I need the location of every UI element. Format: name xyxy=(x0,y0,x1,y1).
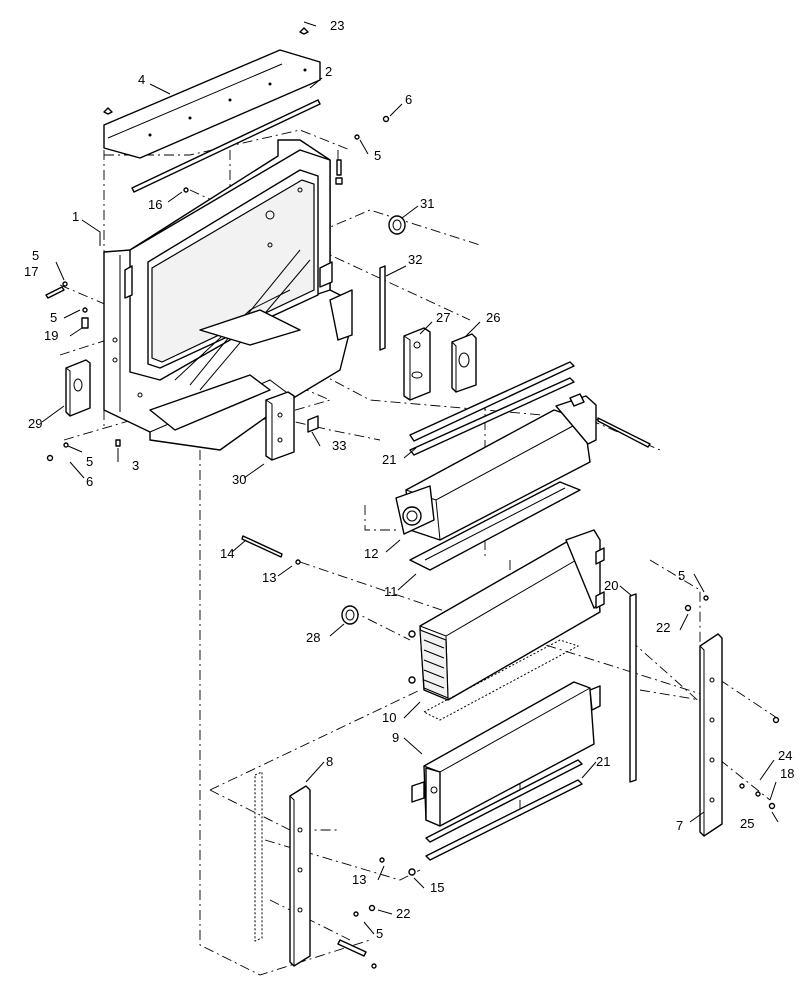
callout-12: 12 xyxy=(364,546,378,561)
callout-18: 18 xyxy=(780,766,794,781)
leader-lines xyxy=(41,21,779,935)
callout-24: 24 xyxy=(778,748,792,763)
callout-4: 4 xyxy=(138,72,145,87)
top-hardware xyxy=(45,115,390,462)
callout-22-right: 22 xyxy=(656,620,670,635)
callout-20: 20 xyxy=(604,578,618,593)
block-30 xyxy=(265,391,295,461)
seal-strip-part xyxy=(131,99,321,193)
callout-21-lower: 21 xyxy=(596,754,610,769)
callout-27: 27 xyxy=(436,310,450,325)
callout-25: 25 xyxy=(740,816,754,831)
callout-5-right: 5 xyxy=(678,568,685,583)
bracket-29 xyxy=(65,359,91,417)
callout-16: 16 xyxy=(148,197,162,212)
callout-32: 32 xyxy=(408,252,422,267)
callout-26: 26 xyxy=(486,310,500,325)
top-cover-plate-part xyxy=(103,27,321,159)
right-hardware xyxy=(337,595,780,969)
callout-8: 8 xyxy=(326,754,333,769)
callout-21-upper: 21 xyxy=(382,452,396,467)
callout-1: 1 xyxy=(72,209,79,224)
callout-6-bottom: 6 xyxy=(86,474,93,489)
rod-14 xyxy=(241,535,283,558)
dotted-strip xyxy=(254,771,263,942)
callout-5-left-a: 5 xyxy=(32,248,39,263)
callout-22-lower: 22 xyxy=(396,906,410,921)
mount-block-27 xyxy=(403,327,431,401)
callout-33: 33 xyxy=(332,438,346,453)
dotted-seal xyxy=(422,639,580,721)
side-bracket-8 xyxy=(289,785,311,967)
callout-5-top: 5 xyxy=(374,148,381,163)
callout-23: 23 xyxy=(330,18,344,33)
callout-5-bottom-left: 5 xyxy=(86,454,93,469)
callout-2: 2 xyxy=(325,64,332,79)
callout-9: 9 xyxy=(392,730,399,745)
mount-block-26 xyxy=(451,333,477,393)
callout-19: 19 xyxy=(44,328,58,343)
side-bracket-7 xyxy=(699,633,723,837)
callout-3: 3 xyxy=(132,458,139,473)
callout-labels: 23 4 2 6 5 16 31 1 5 17 32 5 19 27 26 29… xyxy=(24,18,794,941)
vertical-strip-part xyxy=(379,265,386,351)
strip-21-lower xyxy=(425,759,583,843)
strip-21-upper xyxy=(409,361,575,442)
callout-5-lower: 5 xyxy=(376,926,383,941)
callout-11: 11 xyxy=(384,584,398,599)
callout-17: 17 xyxy=(24,264,38,279)
cooler-9 xyxy=(411,681,601,827)
callout-10: 10 xyxy=(382,710,396,725)
callout-14: 14 xyxy=(220,546,234,561)
callout-13-upper: 13 xyxy=(262,570,276,585)
callout-13-lower: 13 xyxy=(352,872,366,887)
callout-29: 29 xyxy=(28,416,42,431)
cooler-12 xyxy=(395,393,651,541)
main-frame-part xyxy=(103,139,353,451)
callout-5-left-b: 5 xyxy=(50,310,57,325)
callout-31: 31 xyxy=(420,196,434,211)
callout-30: 30 xyxy=(232,472,246,487)
callout-6-top: 6 xyxy=(405,92,412,107)
plate-33 xyxy=(307,415,319,433)
grommet-28 xyxy=(341,605,359,625)
rod-20 xyxy=(629,593,637,783)
radiator-10 xyxy=(408,529,605,701)
callout-7: 7 xyxy=(676,818,683,833)
callout-28: 28 xyxy=(306,630,320,645)
grommet-part xyxy=(388,215,406,235)
plate-11 xyxy=(409,481,581,571)
callout-15: 15 xyxy=(430,880,444,895)
